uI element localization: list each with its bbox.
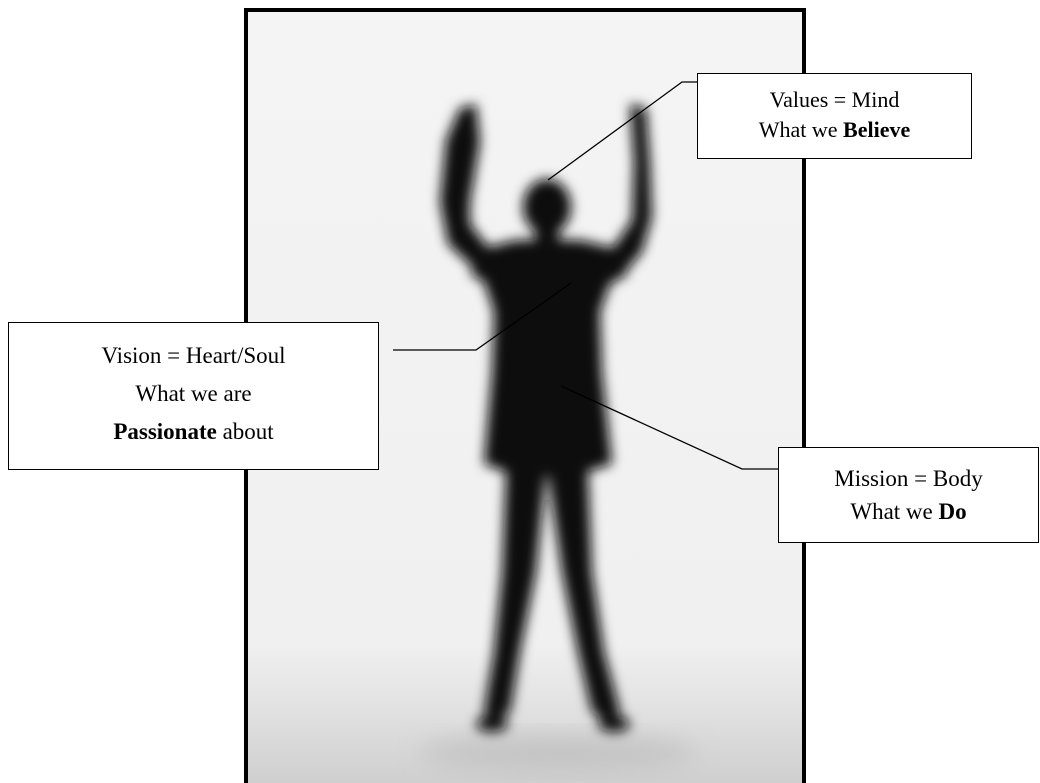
values-emphasis: Believe — [843, 117, 911, 142]
values-label-box: Values = Mind What we Believe — [697, 73, 972, 159]
values-title: Values = Mind — [769, 87, 900, 112]
mission-subtitle-prefix: What we — [850, 499, 939, 524]
mission-subtitle: What we Do — [779, 495, 1038, 528]
values-subtitle-prefix: What we — [758, 117, 844, 142]
vision-label-box: Vision = Heart/Soul What we are Passiona… — [8, 322, 379, 470]
vision-title: Vision = Heart/Soul — [101, 343, 286, 368]
floor-shadow — [418, 734, 698, 770]
silhouette-figure — [440, 104, 652, 732]
mission-title: Mission = Body — [834, 466, 983, 491]
mission-emphasis: Do — [938, 499, 967, 524]
mission-label-box: Mission = Body What we Do — [778, 447, 1039, 543]
vision-subtitle: What we are — [135, 381, 252, 406]
vision-emphasis: Passionate — [113, 419, 217, 444]
values-subtitle: What we Believe — [698, 115, 971, 145]
vision-detail-suffix: about — [216, 419, 274, 444]
vision-detail: Passionate about — [9, 413, 378, 451]
